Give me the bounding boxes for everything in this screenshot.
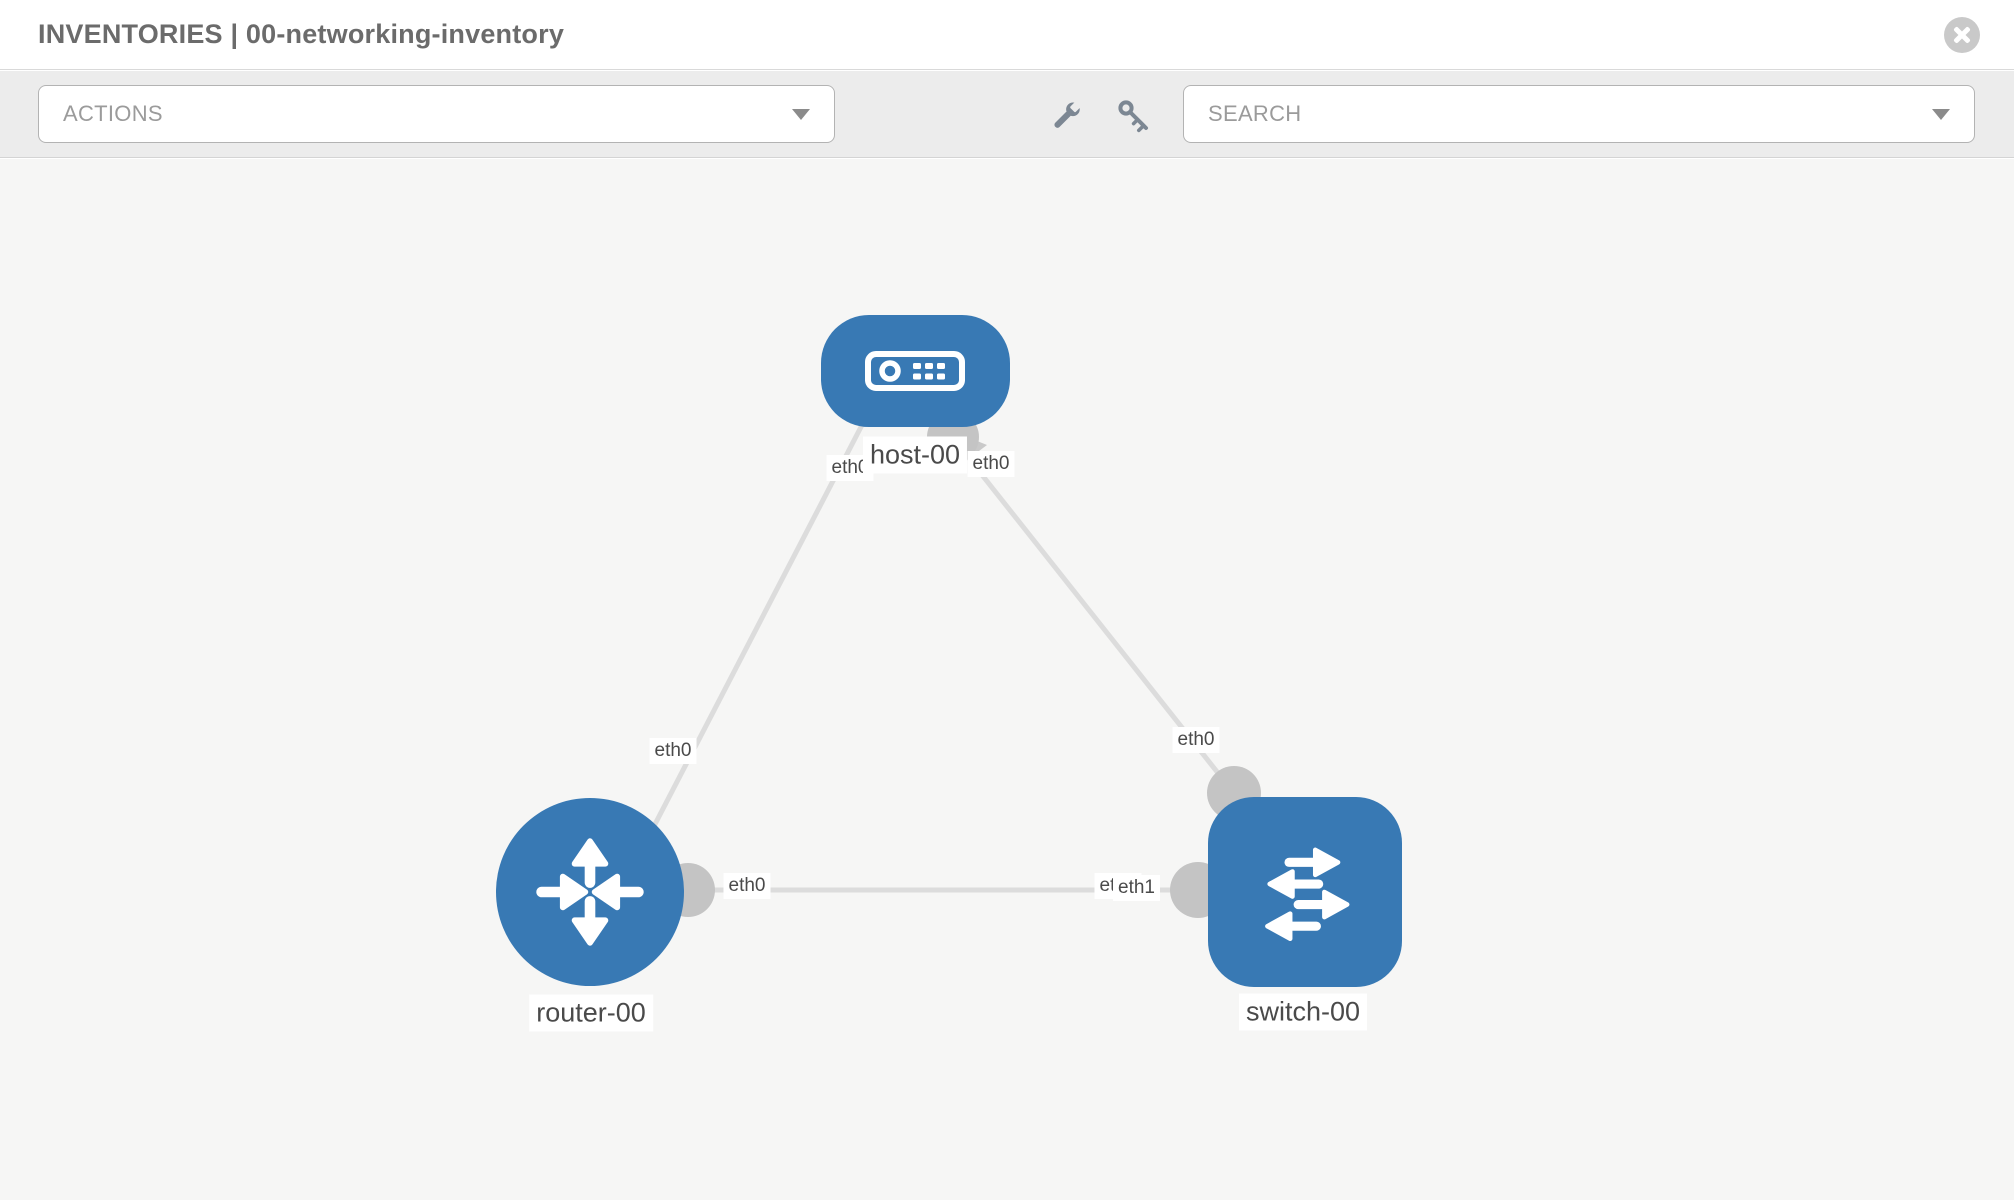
node-label-host: host-00 [862, 436, 968, 474]
toolbar: ACTIONS SEARCH [0, 71, 2014, 158]
node-label-router: router-00 [529, 994, 653, 1032]
host-icon [865, 351, 965, 391]
chevron-down-icon [792, 108, 810, 120]
chevron-down-icon [1932, 108, 1950, 120]
actions-dropdown[interactable]: ACTIONS [38, 85, 835, 143]
node-label-switch: switch-00 [1238, 993, 1368, 1031]
search-placeholder: SEARCH [1208, 101, 1302, 126]
actions-dropdown-label: ACTIONS [63, 101, 163, 126]
wrench-icon [1054, 100, 1082, 128]
topology-canvas[interactable]: eth0 host-00 eth0 eth0 eth0 eth0 eth0 et… [0, 159, 2014, 1200]
credentials-key-button[interactable] [1114, 96, 1154, 136]
interface-label: eth0 [723, 873, 771, 899]
configure-tools-button[interactable] [1046, 96, 1086, 136]
interface-label: eth0 [967, 451, 1015, 477]
interface-label: eth1 [1113, 875, 1160, 901]
interface-label: eth0 [649, 738, 697, 764]
window-header: INVENTORIES | 00-networking-inventory [0, 0, 2014, 70]
close-icon[interactable] [1944, 16, 1980, 53]
page-title: INVENTORIES | 00-networking-inventory [38, 19, 565, 49]
node-switch-00[interactable] [1208, 797, 1402, 987]
key-icon [1118, 100, 1148, 133]
node-host-00[interactable] [821, 315, 1010, 427]
router-icon [536, 838, 644, 946]
node-router-00[interactable] [496, 798, 684, 986]
link-host-router[interactable] [649, 423, 865, 832]
search-dropdown[interactable]: SEARCH [1183, 85, 1975, 143]
interface-label: eth0 [1172, 727, 1220, 753]
switch-icon [1265, 847, 1350, 942]
